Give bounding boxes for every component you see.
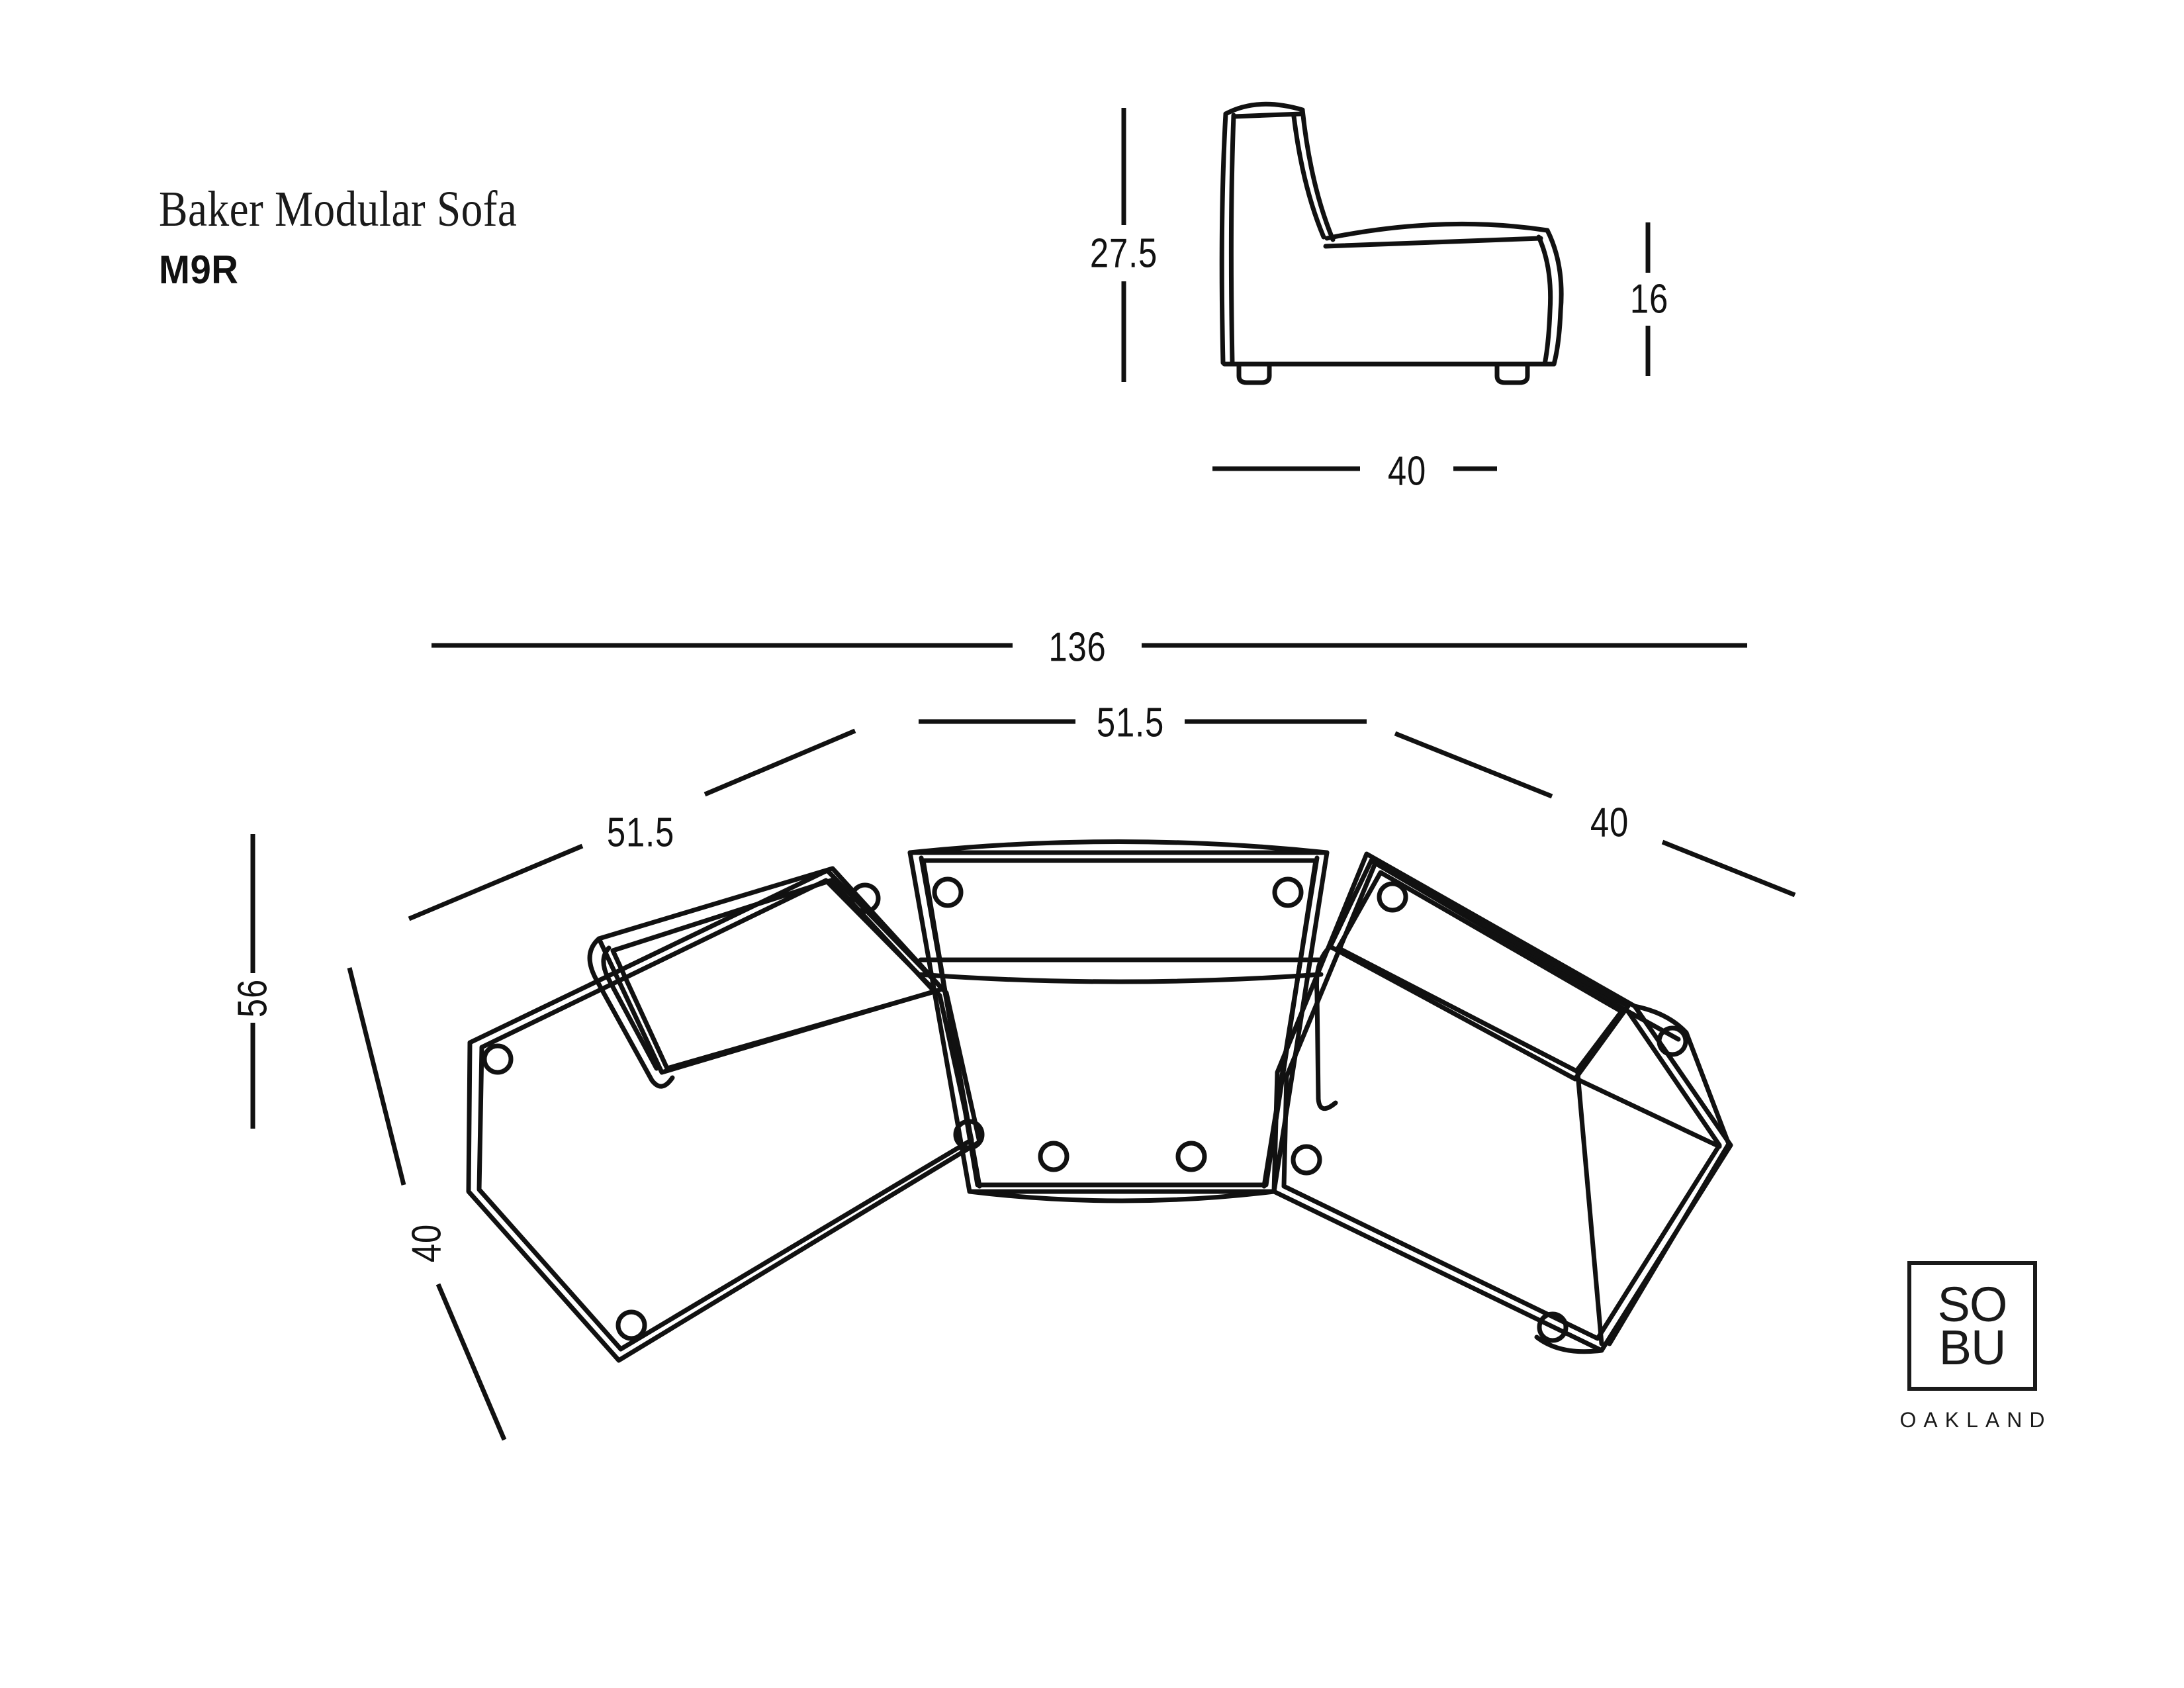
connector-circle [1657,1025,1688,1057]
backrest-cap-outline [1223,101,1305,117]
dim-label-overall-height: 27.5 [1089,230,1158,277]
seat-front-line [1323,236,1543,249]
product-code: M9R [159,248,239,292]
right-backrest-bolster [1314,944,1338,1111]
connector-circle [1272,876,1304,908]
connector-circle [482,1043,514,1075]
connector-circle [1038,1141,1069,1172]
dim-line-right-width-lower [1661,839,1796,898]
foot-right [1494,361,1530,385]
connector-circle [1291,1144,1322,1176]
dim-line-right-width-upper [1394,731,1553,799]
dim-line-module-depth-lower [435,1283,507,1441]
plan-module-right [1271,851,1733,1354]
dim-line-left-width-lower [408,843,584,921]
dim-line-module-depth-upper [347,967,406,1186]
dim-label-center-module-width: 51.5 [1096,700,1165,746]
backrest-top-inner-line [1231,111,1304,119]
right-arm-bottom-curve [1534,1335,1604,1354]
connector-circle [615,1309,647,1341]
center-right-seam [1261,855,1320,1189]
sobu-logo: SO BU OAKLAND [1889,1261,2055,1432]
foot-left [1236,361,1272,385]
connector-circle [849,882,881,914]
center-backrest-band-line-2 [916,972,1324,984]
logo-square-frame: SO BU [1907,1261,2037,1391]
connector-circle [1377,881,1408,913]
seat-right-outer-edge [1545,228,1564,367]
dim-label-seat-height: 16 [1629,276,1669,322]
seat-right-inner-edge [1536,234,1553,367]
dim-label-left-module-width: 51.5 [606,810,675,856]
backrest-right-outer-edge [1300,107,1336,242]
dim-label-overall-depth: 56 [230,978,276,1018]
connector-circle [1537,1311,1569,1343]
right-arm-seam-left [1575,1071,1604,1346]
connector-circle [932,876,964,908]
logo-city-label: OAKLAND [1899,1408,2052,1432]
dim-line-left-width-upper [704,728,856,797]
right-arm-seam-top [1625,1009,1681,1042]
page-title: Baker Modular Sofa [159,181,518,237]
right-backrest-band-inner [1336,870,1624,1074]
connector-circle [1175,1141,1207,1172]
dim-label-overall-width: 136 [1048,624,1107,671]
left-backrest-bolster-inner [601,945,659,1071]
dim-label-elevation-depth: 40 [1387,448,1427,494]
right-arm-seam-inner [1571,1075,1722,1149]
title-block: Baker Modular Sofa M9R [159,184,576,290]
dim-label-module-depth: 40 [404,1223,450,1263]
backrest-right-inner-edge [1291,114,1326,240]
dim-label-right-module-width: 40 [1590,800,1629,846]
right-arm-outer [1607,1004,1731,1346]
backrest-left-outer-edge [1219,111,1228,365]
left-backrest-bolster [587,936,675,1089]
seat-top-outline [1324,221,1550,241]
logo-line-bu: BU [1938,1320,2007,1375]
center-left-seam [919,855,982,1189]
logo-line-so: SO [1937,1276,2008,1332]
center-top-curve [907,839,1330,855]
center-bottom-curve [967,1189,1277,1203]
backrest-left-inner-edge [1228,113,1236,365]
